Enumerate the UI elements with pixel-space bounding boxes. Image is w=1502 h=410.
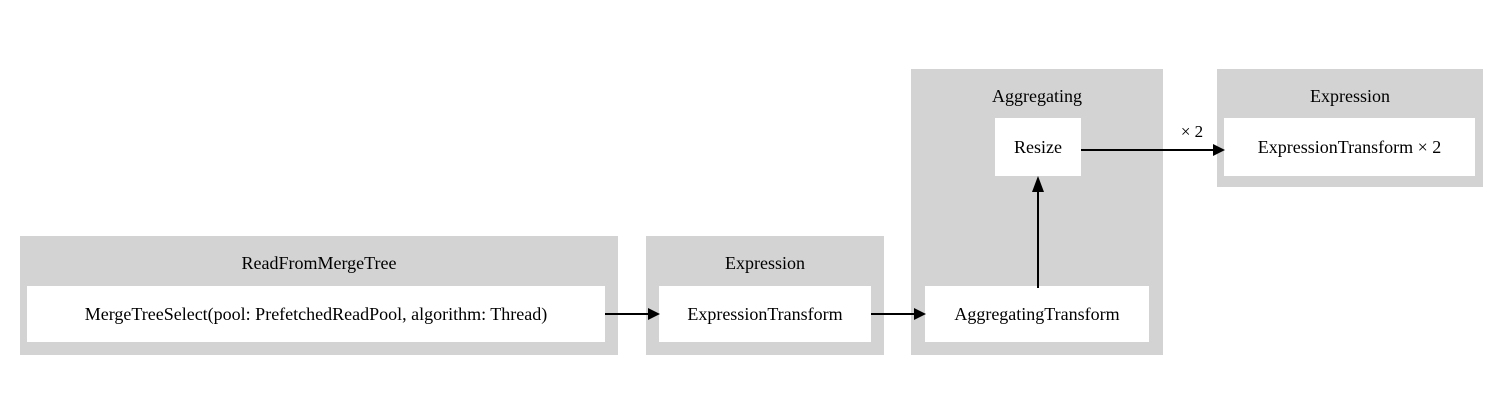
cluster-label-read-from-merge-tree: ReadFromMergeTree xyxy=(241,253,397,273)
edge-merge-tree-select-to-expression-transform-1 xyxy=(605,304,661,324)
cluster-label-aggregating: Aggregating xyxy=(992,86,1082,106)
node-resize[interactable]: Resize xyxy=(995,118,1081,176)
node-aggregating-transform[interactable]: AggregatingTransform xyxy=(925,286,1149,342)
cluster-label-expression-2: Expression xyxy=(1310,86,1390,106)
edge-resize-to-expression-transform-2 xyxy=(1081,140,1226,160)
node-merge-tree-select[interactable]: MergeTreeSelect(pool: PrefetchedReadPool… xyxy=(27,286,605,342)
node-label-expression-transform-2: ExpressionTransform × 2 xyxy=(1257,136,1442,157)
node-label-resize: Resize xyxy=(1014,136,1062,157)
edge-expression-transform-1-to-aggregating-transform xyxy=(871,304,927,324)
node-label-aggregating-transform: AggregatingTransform xyxy=(954,303,1120,324)
node-label-merge-tree-select: MergeTreeSelect(pool: PrefetchedReadPool… xyxy=(84,303,548,324)
node-label-expression-transform-1: ExpressionTransform xyxy=(687,303,843,324)
edge-label-resize-to-expression-transform-2: × 2 xyxy=(1180,122,1204,141)
cluster-label-expression-1: Expression xyxy=(725,253,805,273)
node-expression-transform-1[interactable]: ExpressionTransform xyxy=(659,286,871,342)
edge-aggregating-transform-to-resize xyxy=(1028,176,1048,288)
node-expression-transform-2[interactable]: ExpressionTransform × 2 xyxy=(1224,118,1475,176)
